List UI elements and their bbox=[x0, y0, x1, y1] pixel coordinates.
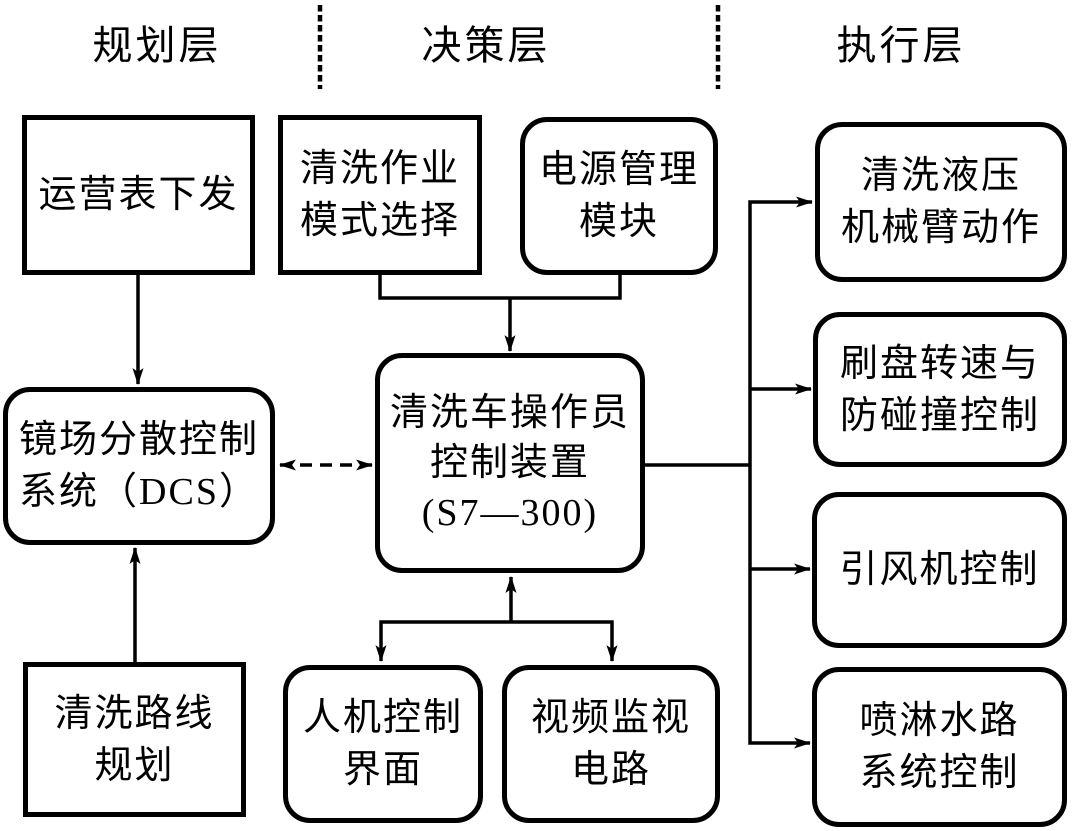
node-spray-water: 喷淋水路 系统控制 bbox=[812, 667, 1067, 827]
edge-merge-top bbox=[378, 275, 622, 300]
node-fan-control: 引风机控制 bbox=[812, 492, 1067, 648]
layer-label-decision: 决策层 bbox=[421, 23, 551, 68]
node-power-mgmt: 电源管理 模块 bbox=[520, 117, 718, 275]
node-brush-speed: 刷盘转速与 防碰撞控制 bbox=[813, 312, 1067, 467]
node-operation-schedule: 运营表下发 bbox=[22, 115, 255, 275]
node-cleaning-mode: 清洗作业 模式选择 bbox=[278, 115, 482, 275]
node-dcs: 镜场分散控制 系统（DCS） bbox=[3, 387, 275, 545]
node-operator-ctrl: 清洗车操作员 控制装置 (S7—300) bbox=[375, 353, 645, 573]
edge-bottom-branch bbox=[375, 620, 618, 663]
node-video-monitor: 视频监视 电路 bbox=[502, 665, 720, 823]
node-hydraulic-arm: 清洗液压 机械臂动作 bbox=[815, 122, 1067, 282]
layer-label-execution: 执行层 bbox=[836, 23, 966, 68]
node-hmi: 人机控制 界面 bbox=[283, 665, 483, 823]
trunk-and-outer-branches bbox=[748, 196, 814, 749]
node-route-planning: 清洗路线 规划 bbox=[23, 662, 246, 817]
layer-label-planning: 规划层 bbox=[92, 23, 222, 68]
